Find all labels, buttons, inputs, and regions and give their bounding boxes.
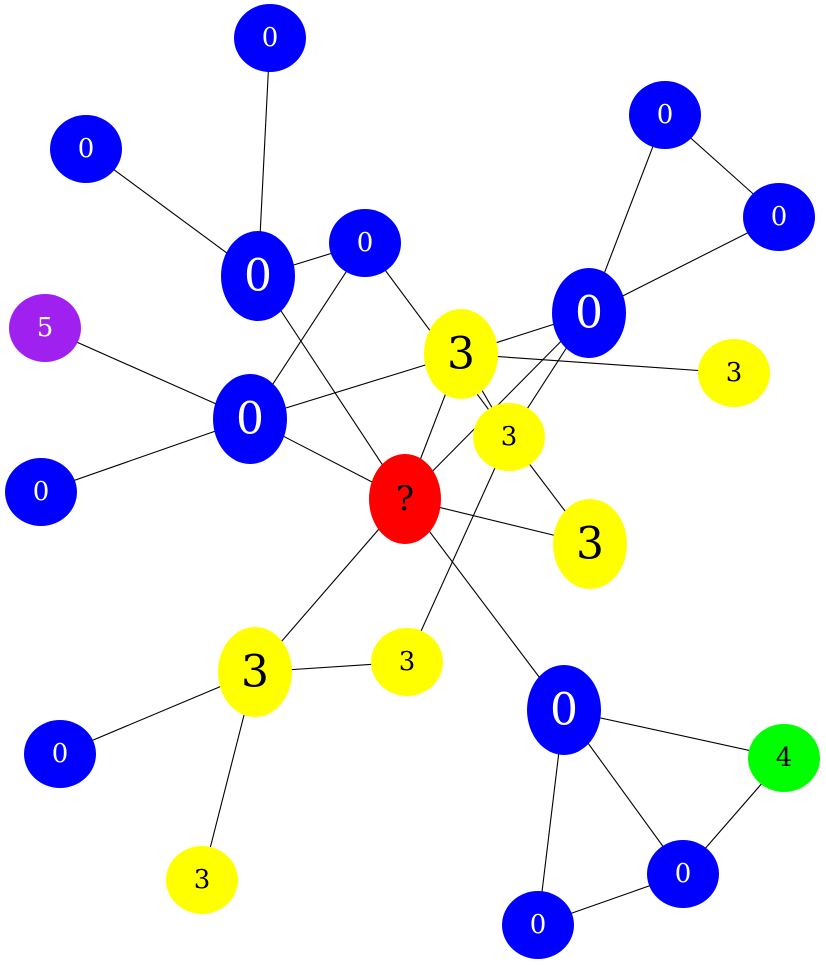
node-shape-blue [221,231,295,321]
node-n_y2: 3 [473,403,545,471]
node-label: 0 [78,134,95,164]
node-n_big4: 0 [527,665,601,755]
node-n_big3: 0 [552,268,626,358]
node-shape-purple [9,294,81,362]
node-label: 0 [52,739,69,769]
node-label: 0 [675,859,692,889]
edge-n_y1-n_y5 [460,353,735,374]
node-label: 3 [501,422,518,452]
node-n_big1: 0 [221,231,295,321]
node-shape-blue [629,81,701,149]
node-shape-blue [24,720,96,788]
edge-n_y2-n_y4 [406,436,510,663]
node-n_y5: 3 [698,339,770,407]
edge-n_red-n_big4 [404,498,565,711]
node-n_y1: 3 [424,309,498,399]
node-shape-red [369,454,441,544]
node-label: 0 [262,23,279,53]
node-shape-yellow [553,499,627,589]
node-shape-blue [527,665,601,755]
node-label: 0 [530,910,547,940]
node-label: 3 [241,647,269,698]
node-label: 3 [726,358,743,388]
node-n_tr2: 0 [743,183,815,251]
node-n_y4: 3 [371,628,443,696]
node-shape-blue [647,840,719,908]
node-shape-yellow [698,339,770,407]
node-label: 0 [657,100,674,130]
node-label: 5 [37,313,54,343]
node-n_br1: 0 [647,840,719,908]
node-n_mid: 0 [329,209,401,277]
node-n_green: 4 [748,724,820,792]
node-label: 0 [771,202,788,232]
node-n_left: 0 [5,458,77,526]
node-label: 0 [357,228,374,258]
node-n_tl: 0 [50,115,122,183]
node-n_bl: 0 [24,720,96,788]
node-label: ? [396,479,414,519]
edge-n_big1-n_red [257,275,406,500]
node-shape-blue [552,268,626,358]
node-shape-green [748,724,820,792]
node-n_tr1: 0 [629,81,701,149]
node-shape-blue [234,4,306,72]
node-label: 0 [244,251,272,302]
node-shape-blue [213,374,287,464]
node-label: 3 [447,329,475,380]
node-label: 3 [399,647,416,677]
node-n_big2: 0 [213,374,287,464]
node-shape-yellow [371,628,443,696]
node-n_y3: 3 [553,499,627,589]
node-shape-blue [502,891,574,959]
edge-n_big4-n_green [563,709,785,759]
node-label: 3 [194,865,211,895]
node-label: 0 [33,477,50,507]
node-label: 0 [550,685,578,736]
node-shape-yellow [473,403,545,471]
node-label: 0 [575,288,603,339]
node-shape-blue [329,209,401,277]
node-n_red: ? [369,454,441,544]
node-n_y6: 3 [218,627,292,717]
node-shape-yellow [424,309,498,399]
node-layer: 0 0 0 0 5 0 0? 3 3 3 3 0 0 0 3 3 0 3 0 4 0 0 [5,4,820,959]
node-label: 0 [236,394,264,445]
node-shape-yellow [166,846,238,914]
node-n_y7: 3 [166,846,238,914]
node-n_top: 0 [234,4,306,72]
node-shape-blue [50,115,122,183]
node-n_purple: 5 [9,294,81,362]
node-label: 4 [776,743,793,773]
node-shape-yellow [218,627,292,717]
node-label: 3 [576,519,604,570]
node-n_br2: 0 [502,891,574,959]
node-shape-blue [5,458,77,526]
node-shape-blue [743,183,815,251]
